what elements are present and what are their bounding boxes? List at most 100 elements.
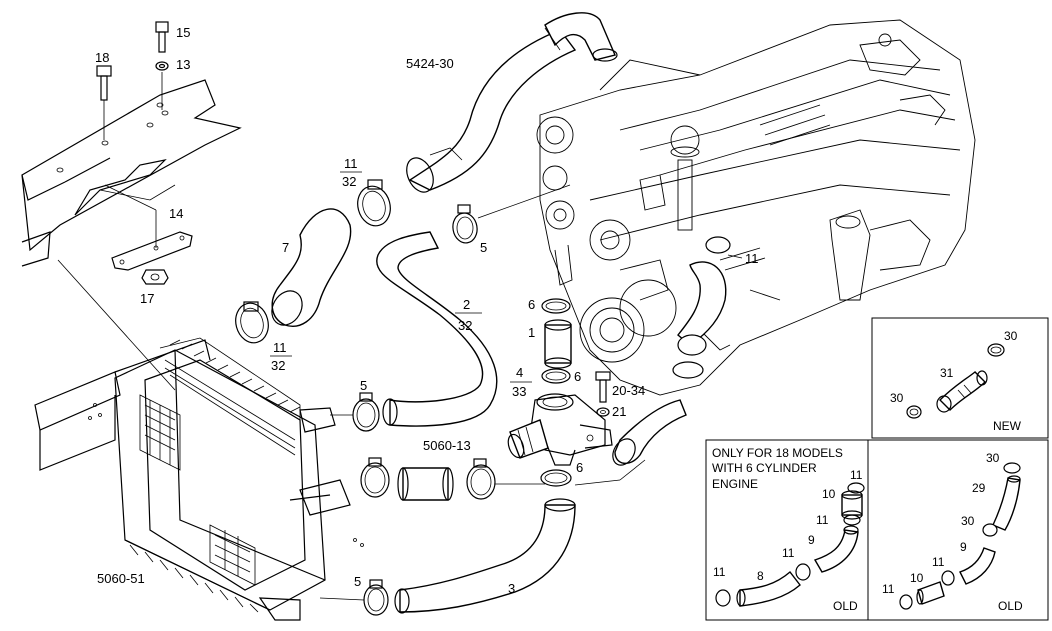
inset-new-hose-31 [936, 370, 988, 413]
inset-old-clamp-11b [899, 594, 913, 610]
bolt-15 [155, 21, 169, 53]
callout-5-upper: 5 [480, 240, 487, 255]
inset-old-label: OLD [998, 599, 1023, 613]
inset-18-title-line3: ENGINE [712, 477, 758, 491]
inset-18-hose-9 [813, 525, 859, 573]
inset-old-hose-29 [992, 475, 1021, 531]
callout-5-mid: 5 [360, 378, 367, 393]
callout-13: 13 [176, 57, 190, 72]
inset-18-callout-11a: 11 [850, 468, 863, 482]
callout-5-bottom: 5 [354, 574, 361, 589]
clamp-5-bottom [363, 579, 389, 616]
hose-3 [394, 498, 576, 614]
callout-3: 3 [508, 581, 515, 596]
inset-18-hose-8 [736, 570, 801, 607]
pipe-1 [544, 319, 572, 369]
inset-18-callout-11b: 11 [816, 513, 829, 527]
inset-18-title-line2: WITH 6 CYLINDER [712, 461, 817, 475]
callout-32-left: 32 [271, 358, 285, 373]
hose-5424-30 [406, 12, 618, 193]
callout-32-top: 32 [342, 174, 356, 189]
inset-18-title-line1: ONLY FOR 18 MODELS [712, 446, 843, 460]
inset-18-callout-10: 10 [822, 487, 836, 501]
inset-new-label: NEW [993, 419, 1022, 433]
clamp-5-mid [352, 392, 380, 432]
inset-old-callout-10: 10 [910, 571, 924, 585]
plate-14 [111, 231, 193, 271]
hose-7 [271, 208, 352, 327]
callout-32-mid: 32 [458, 318, 472, 333]
callout-18: 18 [95, 50, 109, 65]
thermostat-5060-13 [507, 419, 549, 459]
inset-18-clamp-mid [795, 563, 811, 581]
inset-old-clamp-mid [982, 523, 998, 537]
inset-new: 30 31 30 NEW [871, 317, 1049, 439]
inset-18-callout-11c: 11 [782, 546, 795, 560]
callout-33: 33 [512, 384, 526, 399]
callout-21: 21 [612, 404, 626, 419]
callout-6-top: 6 [528, 297, 535, 312]
callout-2: 2 [463, 297, 470, 312]
clamp-5-upper [452, 204, 478, 244]
inset-18-callout-9: 9 [808, 533, 815, 547]
callout-11-engine: 11 [745, 251, 759, 266]
inset-18-callout-11d: 11 [713, 565, 726, 579]
lower-frame-rail [34, 259, 211, 471]
inset-old-callout-9: 9 [960, 540, 967, 554]
callout-11-left: 11 [273, 340, 287, 355]
clamp-11-32-upper [357, 179, 391, 227]
bolt-18 [96, 65, 112, 101]
inset-old-clamp-11 [941, 570, 955, 586]
inset-18-callout-8: 8 [757, 569, 764, 583]
washer-21 [596, 407, 610, 417]
clamp-5-right [466, 458, 496, 500]
clamp-5-left [360, 457, 390, 498]
hose-sleeve [397, 467, 454, 501]
bolt-20-34 [595, 371, 611, 403]
inset-old-hose-9 [959, 547, 996, 585]
callout-5060-51: 5060-51 [97, 571, 145, 586]
clamp-11-32-lower [235, 301, 269, 344]
inset-18-clamp-lower [715, 589, 731, 607]
inset-old-callout-30a: 30 [986, 451, 1000, 465]
callout-4: 4 [516, 365, 523, 380]
callout-15: 15 [176, 25, 190, 40]
callout-20-34: 20-34 [612, 383, 645, 398]
inset-new-callout-30a: 30 [1004, 329, 1018, 343]
inset-old: 30 29 30 9 11 10 11 OLD [867, 439, 1049, 621]
inset-old-callout-29: 29 [972, 481, 986, 495]
inset-new-callout-30b: 30 [890, 391, 904, 405]
hose-elbow-right [612, 399, 687, 466]
clamp-6-lower [540, 469, 572, 487]
inset-new-clamp-top [987, 343, 1005, 357]
inset-new-clamp-bottom [906, 405, 922, 419]
inset-new-callout-31: 31 [940, 366, 954, 380]
inset-old-callout-30b: 30 [961, 514, 975, 528]
inset-old-pipe-10 [916, 581, 945, 605]
clamp-6-top [541, 298, 571, 314]
inset-old-callout-11a: 11 [932, 555, 945, 569]
callout-labels: 15 13 18 14 17 5424-30 11 32 7 5 11 32 2… [95, 25, 759, 596]
callout-5424-30: 5424-30 [406, 56, 454, 71]
clamp-6-mid [541, 368, 571, 384]
washer-13 [155, 61, 169, 71]
inset-18-models: ONLY FOR 18 MODELS WITH 6 CYLINDER ENGIN… [705, 439, 869, 621]
inset-18-pipe-10 [841, 490, 863, 520]
inset-old-callout-11b: 11 [882, 582, 895, 596]
hose-11-engine [672, 236, 731, 379]
engine-block [536, 19, 976, 396]
callout-11-top: 11 [344, 156, 358, 171]
nut-17 [141, 269, 169, 285]
callout-5060-13: 5060-13 [423, 438, 471, 453]
intercooler-5060-51 [114, 337, 364, 621]
frame-bracket [21, 79, 242, 267]
hose-2 [376, 231, 498, 427]
inset-old-clamp-top [1003, 462, 1021, 474]
callout-1: 1 [528, 325, 535, 340]
inset-18-label: OLD [833, 599, 858, 613]
callout-6-mid: 6 [574, 369, 581, 384]
callout-7: 7 [282, 240, 289, 255]
callout-6-lower: 6 [576, 460, 583, 475]
callout-17: 17 [140, 291, 154, 306]
